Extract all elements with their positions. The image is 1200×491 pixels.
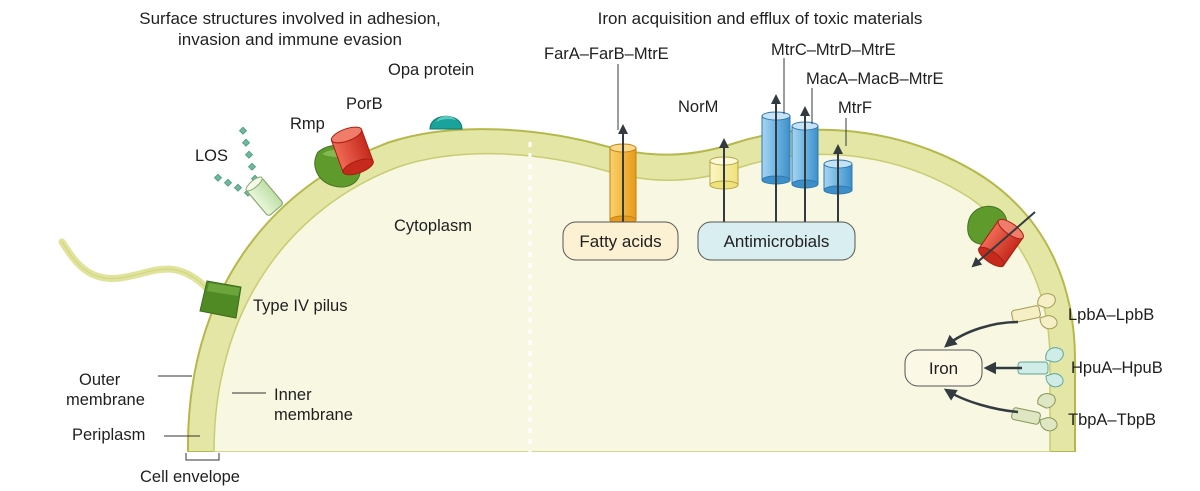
norm-label: NorM bbox=[678, 98, 718, 116]
hpua-hpub-receptor-icon bbox=[1017, 347, 1064, 388]
cytoplasm-label: Cytoplasm bbox=[394, 217, 472, 235]
mtrf-label: MtrF bbox=[838, 99, 872, 117]
lpba-lpbb-label: LpbA–LpbB bbox=[1068, 306, 1154, 324]
macab-label: MacA–MacB–MtrE bbox=[806, 70, 944, 88]
inner-membrane-label-line2: membrane bbox=[274, 406, 353, 424]
iron-label: Iron bbox=[929, 359, 958, 378]
tbp-iron-arrow bbox=[943, 388, 1019, 414]
opa-highlight bbox=[436, 115, 456, 122]
opa-protein-label: Opa protein bbox=[388, 61, 474, 79]
periplasm-label: Periplasm bbox=[72, 426, 145, 444]
heading-left-line2: invasion and immune evasion bbox=[178, 30, 402, 49]
type-iv-pilus-highlight bbox=[207, 283, 240, 296]
cell-envelope-label: Cell envelope bbox=[140, 468, 240, 486]
rmp-label: Rmp bbox=[290, 115, 325, 133]
porb-icon bbox=[330, 126, 374, 176]
type-iv-pilus-label: Type IV pilus bbox=[253, 297, 347, 315]
antimicrobials-box: Antimicrobials bbox=[697, 221, 856, 261]
porb-label: PorB bbox=[346, 95, 383, 113]
farab-mtre-label: FarA–FarB–MtrE bbox=[544, 45, 669, 63]
mtrcde-label: MtrC–MtrD–MtrE bbox=[771, 41, 896, 59]
tbpa-tbpb-receptor-icon bbox=[1011, 393, 1058, 432]
inner-membrane-label-line1: Inner bbox=[274, 386, 312, 404]
fatty-acids-box: Fatty acids bbox=[562, 221, 679, 261]
hpua-hpub-label: HpuA–HpuB bbox=[1071, 359, 1163, 377]
cell-envelope-bracket bbox=[185, 453, 220, 461]
porb-influx-arrow bbox=[971, 211, 1036, 268]
outer-membrane-label-line1: Outer bbox=[79, 371, 121, 389]
heading-left-line1: Surface structures involved in adhesion, bbox=[139, 9, 440, 28]
fatty-acids-label: Fatty acids bbox=[579, 232, 661, 251]
outer-membrane-label-line2: membrane bbox=[66, 391, 145, 409]
lpb-iron-arrow bbox=[944, 320, 1019, 348]
tbpa-tbpb-label: TbpA–TbpB bbox=[1068, 411, 1156, 429]
iron-box: Iron bbox=[904, 349, 983, 387]
antimicrobials-label: Antimicrobials bbox=[724, 232, 830, 251]
heading-right: Iron acquisition and efflux of toxic mat… bbox=[598, 9, 923, 28]
los-stem-icon bbox=[245, 176, 283, 216]
lpba-lpbb-receptor-icon bbox=[1011, 293, 1058, 330]
los-label: LOS bbox=[195, 147, 228, 165]
